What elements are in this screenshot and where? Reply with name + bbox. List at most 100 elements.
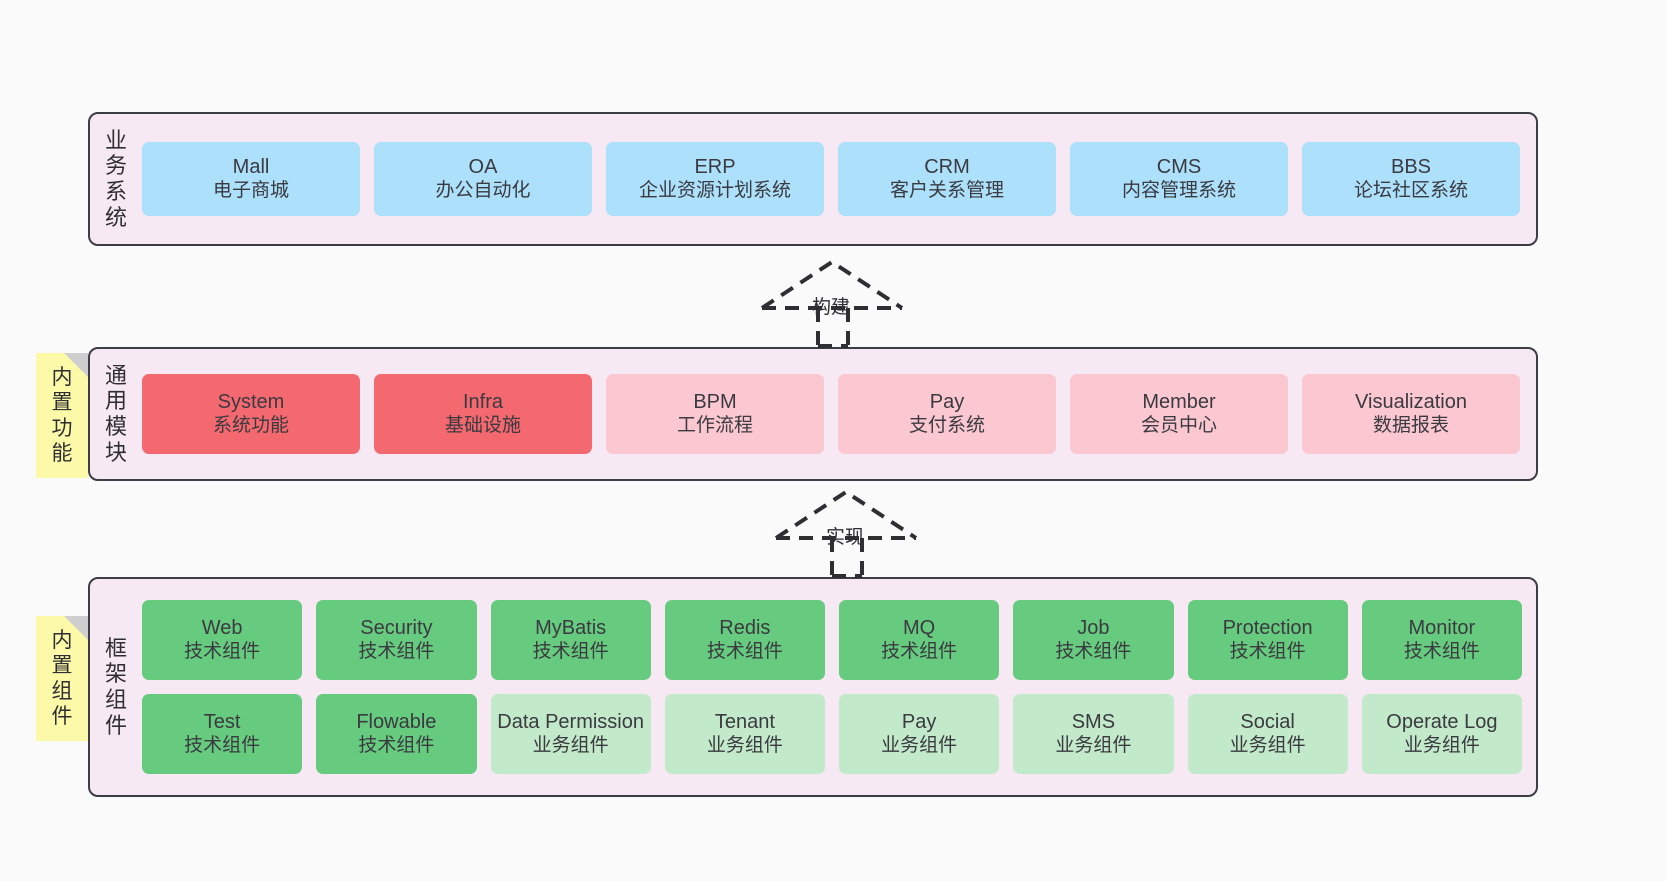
card-job[interactable]: Job 技术组件 bbox=[1013, 600, 1174, 680]
card-subtitle: 技术组件 bbox=[706, 641, 783, 663]
layer-label-char: 务 bbox=[104, 153, 127, 179]
card-flowable[interactable]: Flowable 技术组件 bbox=[316, 694, 477, 774]
layer-common-modules: 通 用 模 块 System 系统功能 Infra 基础设施 BPM 工作流程 … bbox=[88, 347, 1538, 481]
layer-common-label: 通 用 模 块 bbox=[90, 349, 142, 479]
connector-build-arrow bbox=[752, 256, 912, 348]
card-member[interactable]: Member 会员中心 bbox=[1070, 374, 1288, 454]
card-bpm[interactable]: BPM 工作流程 bbox=[606, 374, 824, 454]
card-title: BBS bbox=[1390, 155, 1432, 178]
card-web[interactable]: Web 技术组件 bbox=[142, 600, 303, 680]
card-subtitle: 论坛社区系统 bbox=[1353, 180, 1468, 202]
layer-label-char: 用 bbox=[104, 388, 127, 414]
card-title: Test bbox=[203, 710, 241, 733]
card-infra[interactable]: Infra 基础设施 bbox=[374, 374, 592, 454]
card-subtitle: 内容管理系统 bbox=[1121, 180, 1236, 202]
card-operate-log[interactable]: Operate Log 业务组件 bbox=[1361, 694, 1522, 774]
card-pay-module[interactable]: Pay 支付系统 bbox=[838, 374, 1056, 454]
sticky-char: 能 bbox=[51, 441, 73, 465]
card-social[interactable]: Social 业务组件 bbox=[1187, 694, 1348, 774]
card-mall[interactable]: Mall 电子商城 bbox=[142, 142, 360, 216]
card-subtitle: 客户关系管理 bbox=[889, 180, 1004, 202]
card-system[interactable]: System 系统功能 bbox=[142, 374, 360, 454]
card-redis[interactable]: Redis 技术组件 bbox=[664, 600, 825, 680]
layer-label-char: 统 bbox=[104, 204, 127, 230]
card-subtitle: 业务组件 bbox=[1055, 735, 1132, 757]
layer-label-char: 框 bbox=[104, 635, 127, 661]
card-test[interactable]: Test 技术组件 bbox=[142, 694, 303, 774]
card-subtitle: 技术组件 bbox=[358, 641, 435, 663]
card-subtitle: 业务组件 bbox=[1403, 735, 1480, 757]
card-subtitle: 技术组件 bbox=[1403, 641, 1480, 663]
card-title: CRM bbox=[924, 155, 970, 178]
card-title: Protection bbox=[1222, 616, 1313, 639]
card-mq[interactable]: MQ 技术组件 bbox=[839, 600, 1000, 680]
layer-business-systems: 业 务 系 统 Mall 电子商城 OA 办公自动化 ERP 企业资源计划系统 … bbox=[88, 112, 1538, 246]
business-cards: Mall 电子商城 OA 办公自动化 ERP 企业资源计划系统 CRM 客户关系… bbox=[142, 114, 1536, 244]
card-title: MyBatis bbox=[535, 616, 607, 639]
card-title: BPM bbox=[693, 390, 737, 413]
sticky-char: 置 bbox=[51, 391, 73, 415]
card-subtitle: 技术组件 bbox=[358, 735, 435, 757]
card-tenant[interactable]: Tenant 业务组件 bbox=[664, 694, 825, 774]
card-visualization[interactable]: Visualization 数据报表 bbox=[1302, 374, 1520, 454]
card-protection[interactable]: Protection 技术组件 bbox=[1187, 600, 1348, 680]
connector-implement-arrow bbox=[766, 486, 926, 578]
card-bbs[interactable]: BBS 论坛社区系统 bbox=[1302, 142, 1520, 216]
card-subtitle: 会员中心 bbox=[1140, 415, 1217, 437]
card-subtitle: 技术组件 bbox=[532, 641, 609, 663]
layer-framework-components: 框 架 组 件 Web 技术组件 Security 技术组件 MyBatis 技… bbox=[88, 577, 1538, 797]
card-sms[interactable]: SMS 业务组件 bbox=[1013, 694, 1174, 774]
card-erp[interactable]: ERP 企业资源计划系统 bbox=[606, 142, 824, 216]
card-subtitle: 技术组件 bbox=[1229, 641, 1306, 663]
card-subtitle: 系统功能 bbox=[212, 415, 289, 437]
card-subtitle: 企业资源计划系统 bbox=[638, 180, 791, 202]
card-cms[interactable]: CMS 内容管理系统 bbox=[1070, 142, 1288, 216]
card-subtitle: 技术组件 bbox=[184, 641, 261, 663]
framework-card-grid: Web 技术组件 Security 技术组件 MyBatis 技术组件 Redi… bbox=[142, 579, 1536, 795]
card-subtitle: 办公自动化 bbox=[435, 180, 531, 202]
layer-label-char: 系 bbox=[104, 179, 127, 204]
card-subtitle: 技术组件 bbox=[881, 641, 958, 663]
sticky-char: 组 bbox=[51, 679, 73, 703]
sticky-fold-icon bbox=[64, 616, 88, 640]
card-security[interactable]: Security 技术组件 bbox=[316, 600, 477, 680]
card-title: Pay bbox=[901, 710, 937, 733]
card-title: Data Permission bbox=[497, 710, 644, 733]
card-title: Flowable bbox=[356, 710, 437, 733]
card-data-permission[interactable]: Data Permission 业务组件 bbox=[490, 694, 651, 774]
card-title: CMS bbox=[1156, 155, 1202, 178]
connector-implement-icon bbox=[774, 489, 918, 578]
card-title: OA bbox=[468, 155, 498, 178]
card-subtitle: 业务组件 bbox=[532, 735, 609, 757]
layer-label-char: 组 bbox=[104, 687, 127, 712]
card-title: Security bbox=[360, 616, 433, 639]
sticky-note-builtin-function: 内 置 功 能 bbox=[36, 353, 88, 478]
card-title: Infra bbox=[462, 390, 504, 413]
card-monitor[interactable]: Monitor 技术组件 bbox=[1361, 600, 1522, 680]
layer-business-label: 业 务 系 统 bbox=[90, 114, 142, 244]
card-subtitle: 电子商城 bbox=[212, 180, 289, 202]
layer-label-char: 通 bbox=[104, 362, 127, 388]
card-title: Social bbox=[1240, 710, 1295, 733]
card-title: System bbox=[217, 390, 285, 413]
card-mybatis[interactable]: MyBatis 技术组件 bbox=[490, 600, 651, 680]
layer-label-char: 架 bbox=[104, 661, 127, 687]
card-title: ERP bbox=[694, 155, 736, 178]
layer-label-char: 业 bbox=[104, 127, 127, 153]
sticky-char: 置 bbox=[51, 654, 73, 678]
card-title: Monitor bbox=[1408, 616, 1476, 639]
card-subtitle: 技术组件 bbox=[1055, 641, 1132, 663]
framework-row-tech: Web 技术组件 Security 技术组件 MyBatis 技术组件 Redi… bbox=[142, 600, 1522, 680]
card-subtitle: 业务组件 bbox=[1229, 735, 1306, 757]
card-subtitle: 工作流程 bbox=[676, 415, 753, 437]
card-pay-component[interactable]: Pay 业务组件 bbox=[839, 694, 1000, 774]
sticky-fold-icon bbox=[64, 353, 88, 377]
card-oa[interactable]: OA 办公自动化 bbox=[374, 142, 592, 216]
card-title: Pay bbox=[929, 390, 965, 413]
layer-label-char: 块 bbox=[104, 439, 127, 465]
card-subtitle: 技术组件 bbox=[184, 735, 261, 757]
card-subtitle: 业务组件 bbox=[881, 735, 958, 757]
sticky-char: 件 bbox=[51, 704, 73, 728]
card-crm[interactable]: CRM 客户关系管理 bbox=[838, 142, 1056, 216]
card-title: Redis bbox=[719, 616, 771, 639]
